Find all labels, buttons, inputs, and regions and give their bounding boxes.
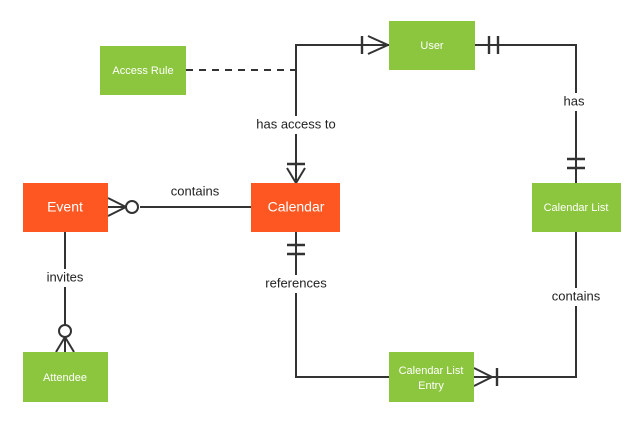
crowfoot-entry-right [473, 367, 493, 387]
entity-calendar-list-entry-label-line1: Calendar List [399, 365, 464, 377]
entity-calendar-list-entry-label-line2: Entry [418, 380, 444, 392]
connector-calendar-entry-path [295, 232, 389, 378]
connector-calendar-entry [287, 232, 389, 378]
entity-attendee-rect[interactable] [23, 352, 108, 402]
connector-calendarlist-entry [473, 232, 577, 387]
entity-calendar-list-label: Calendar List [544, 202, 609, 214]
entity-event-rect[interactable] [23, 183, 108, 232]
entity-access-rule-label: Access Rule [112, 65, 173, 77]
crowfoot-attendee-top [55, 336, 75, 353]
entity-access-rule-rect[interactable] [100, 46, 186, 95]
relationship-label-invites: invites [38, 269, 92, 287]
entity-user[interactable]: User [389, 21, 475, 70]
relationship-label-contains-entry: contains [544, 288, 608, 306]
entity-calendar-list-entry[interactable]: Calendar List Entry [389, 352, 474, 402]
connector-event-attendee [55, 232, 75, 353]
label-bg-contains-entry [544, 288, 608, 306]
entity-user-label: User [420, 40, 444, 52]
label-bg-has [554, 93, 594, 111]
relationship-label-has-access-to: has access to [249, 116, 343, 134]
connector-user-calendar-path [295, 44, 389, 182]
entity-attendee[interactable]: Attendee [23, 352, 108, 402]
entity-access-rule[interactable]: Access Rule [100, 46, 186, 95]
entity-calendar-list-rect[interactable] [532, 183, 621, 232]
entity-user-rect[interactable] [389, 21, 475, 70]
label-bg-invites [38, 269, 92, 287]
cardinality-zero-circle-event [125, 200, 139, 214]
cardinality-zero-circle-attendee [58, 324, 72, 338]
label-bg-references [257, 275, 335, 293]
relationship-label-references: references [257, 275, 335, 293]
label-bg-has-access-to [249, 116, 343, 134]
entity-calendar-list-entry-rect[interactable] [389, 352, 474, 402]
relationship-label-references-text: references [265, 275, 327, 290]
entity-attendee-label: Attendee [43, 372, 87, 384]
entity-event[interactable]: Event [23, 183, 108, 232]
relationship-label-contains-event: contains [163, 183, 227, 201]
relationship-label-invites-text: invites [47, 269, 84, 284]
connector-user-calendarlist [475, 36, 585, 183]
entity-calendar-rect[interactable] [251, 183, 340, 232]
connector-calendarlist-entry-path [474, 232, 577, 378]
relationship-label-contains-entry-text: contains [552, 288, 601, 303]
relationship-label-has-access-to-text: has access to [256, 116, 336, 131]
relationship-label-contains-event-text: contains [171, 183, 220, 198]
crowfoot-user-left [367, 35, 389, 55]
relationship-label-has: has [554, 93, 594, 111]
entity-calendar[interactable]: Calendar [251, 183, 340, 232]
label-bg-contains-event [163, 183, 227, 201]
connector-event-calendar [107, 197, 251, 217]
crowfoot-event-right [107, 197, 127, 217]
crowfoot-calendar-top [286, 167, 306, 184]
entity-calendar-list[interactable]: Calendar List [532, 183, 621, 232]
entity-calendar-label: Calendar [268, 199, 325, 215]
connector-user-calendarlist-path [475, 44, 577, 183]
entity-event-label: Event [47, 199, 83, 215]
connector-user-calendar [286, 35, 389, 184]
relationship-label-has-text: has [564, 93, 585, 108]
